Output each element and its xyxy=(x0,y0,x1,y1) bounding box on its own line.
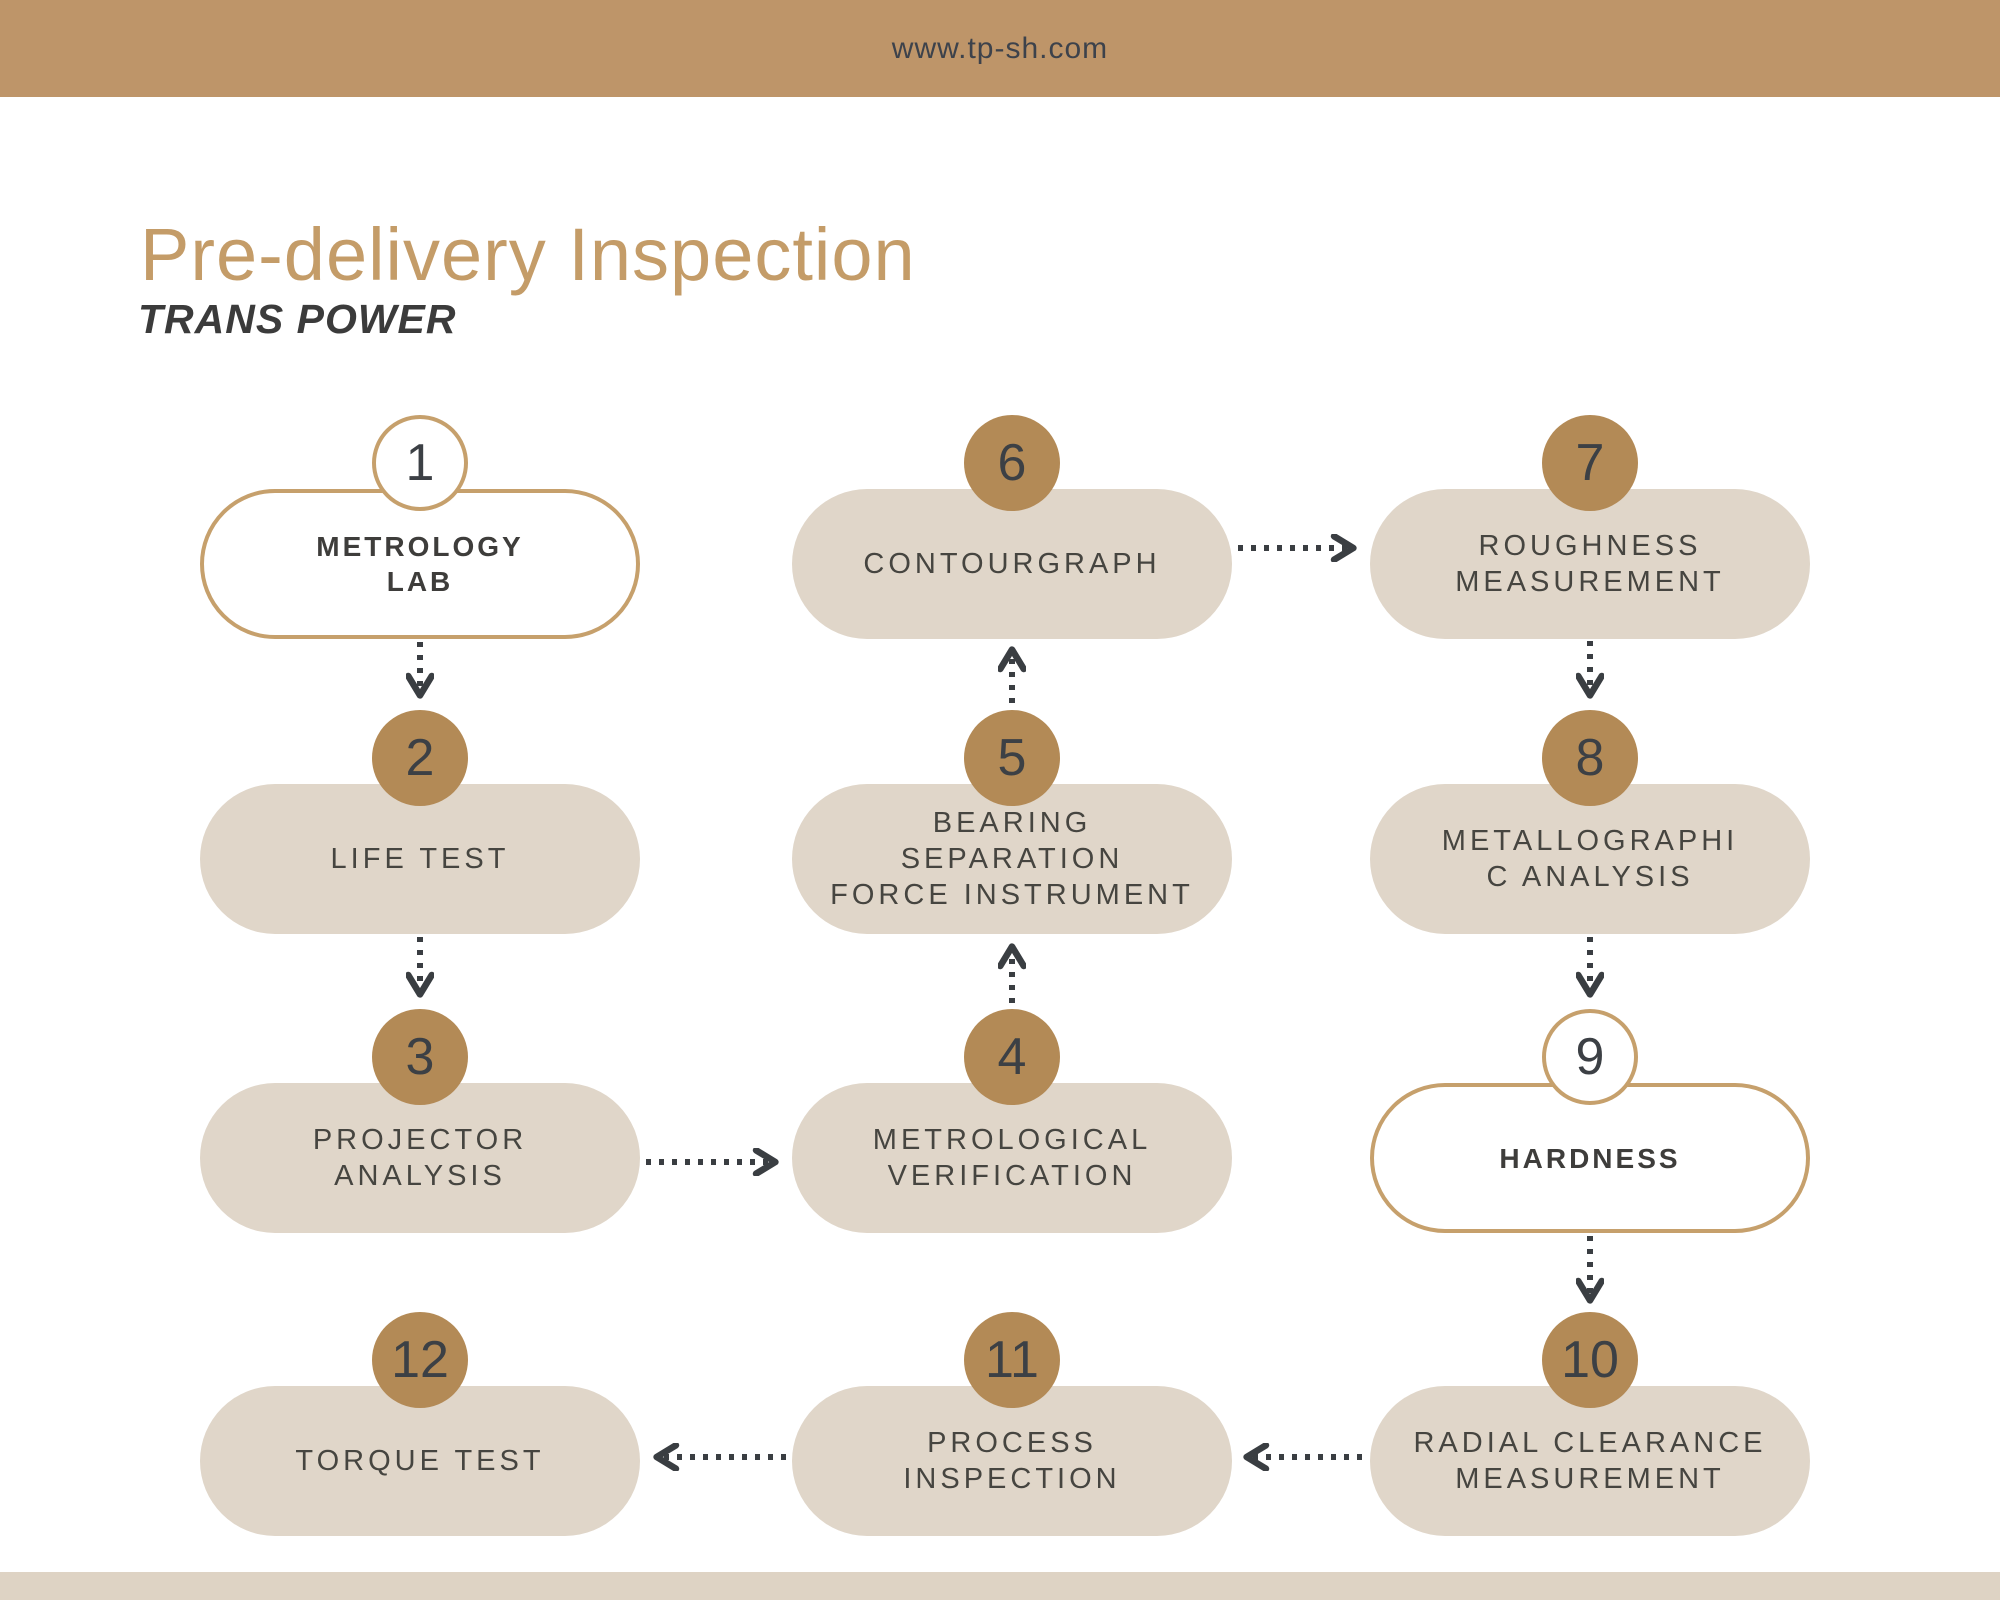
flow-node-life-test: 2 LIFE TEST xyxy=(200,710,640,934)
flow-node-metrology-lab: 1 METROLOGY LAB xyxy=(200,415,640,639)
bottom-bar xyxy=(0,1572,2000,1600)
step-number-badge: 3 xyxy=(372,1009,468,1105)
website-url: www.tp-sh.com xyxy=(891,31,1109,65)
page-subtitle: TRANS POWER xyxy=(138,296,457,342)
node-pill: METALLOGRAPHI C ANALYSIS xyxy=(1370,784,1810,934)
top-bar: www.tp-sh.com xyxy=(0,0,2000,97)
step-number-badge: 9 xyxy=(1542,1009,1638,1105)
flow-node-projector-analysis: 3 PROJECTOR ANALYSIS xyxy=(200,1009,640,1233)
flow-node-radial-clearance-measurement: 10 RADIAL CLEARANCE MEASUREMENT xyxy=(1370,1312,1810,1536)
node-label: METROLOGICAL VERIFICATION xyxy=(872,1123,1152,1192)
flow-node-torque-test: 12 TORQUE TEST xyxy=(200,1312,640,1536)
flow-node-contourgraph: 6 CONTOURGRAPH xyxy=(792,415,1232,639)
node-label: TORQUE TEST xyxy=(295,1444,545,1477)
step-number-badge: 12 xyxy=(372,1312,468,1408)
node-label: BEARING SEPARATION FORCE INSTRUMENT xyxy=(830,806,1194,912)
node-label: RADIAL CLEARANCE MEASUREMENT xyxy=(1413,1426,1767,1495)
node-label: METALLOGRAPHI C ANALYSIS xyxy=(1441,824,1739,893)
step-number-badge: 7 xyxy=(1542,415,1638,511)
node-label: ROUGHNESS MEASUREMENT xyxy=(1455,529,1725,598)
step-number-badge: 5 xyxy=(964,710,1060,806)
step-number-badge: 8 xyxy=(1542,710,1638,806)
step-number-badge: 1 xyxy=(372,415,468,511)
page-title: Pre-delivery Inspection xyxy=(140,213,916,296)
step-number-badge: 2 xyxy=(372,710,468,806)
node-label: METROLOGY LAB xyxy=(316,531,524,597)
node-pill: ROUGHNESS MEASUREMENT xyxy=(1370,489,1810,639)
node-label: CONTOURGRAPH xyxy=(863,547,1161,580)
flow-node-hardness: 9 HARDNESS xyxy=(1370,1009,1810,1233)
node-pill: METROLOGY LAB xyxy=(200,489,640,639)
node-label: PROCESS INSPECTION xyxy=(903,1426,1121,1495)
step-number-badge: 10 xyxy=(1542,1312,1638,1408)
step-number-badge: 4 xyxy=(964,1009,1060,1105)
flow-node-metallographic-analysis: 8 METALLOGRAPHI C ANALYSIS xyxy=(1370,710,1810,934)
step-number-badge: 11 xyxy=(964,1312,1060,1408)
node-pill: HARDNESS xyxy=(1370,1083,1810,1233)
flow-node-metrological-verification: 4 METROLOGICAL VERIFICATION xyxy=(792,1009,1232,1233)
node-pill: PROCESS INSPECTION xyxy=(792,1386,1232,1536)
node-label: PROJECTOR ANALYSIS xyxy=(312,1123,528,1192)
flow-node-process-inspection: 11 PROCESS INSPECTION xyxy=(792,1312,1232,1536)
node-pill: METROLOGICAL VERIFICATION xyxy=(792,1083,1232,1233)
flow-node-bearing-separation-force-instrument: 5 BEARING SEPARATION FORCE INSTRUMENT xyxy=(792,710,1232,934)
flow-node-roughness-measurement: 7 ROUGHNESS MEASUREMENT xyxy=(1370,415,1810,639)
node-pill: CONTOURGRAPH xyxy=(792,489,1232,639)
node-pill: RADIAL CLEARANCE MEASUREMENT xyxy=(1370,1386,1810,1536)
node-label: HARDNESS xyxy=(1499,1142,1681,1174)
node-pill: LIFE TEST xyxy=(200,784,640,934)
node-pill: PROJECTOR ANALYSIS xyxy=(200,1083,640,1233)
node-pill: TORQUE TEST xyxy=(200,1386,640,1536)
step-number-badge: 6 xyxy=(964,415,1060,511)
node-label: LIFE TEST xyxy=(330,842,510,875)
node-pill: BEARING SEPARATION FORCE INSTRUMENT xyxy=(792,784,1232,934)
